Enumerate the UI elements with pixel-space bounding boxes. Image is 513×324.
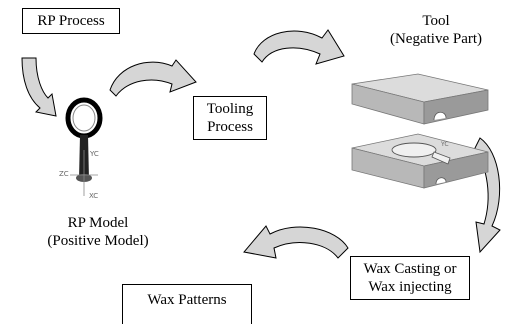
tooling-process-label-line2: Process (207, 119, 253, 135)
wax-patterns-box: Wax Patterns (122, 284, 252, 324)
tool-axis-yc-label: YC (441, 141, 449, 148)
curved-arrow-wax-casting-to-patterns (243, 225, 349, 259)
rp-model-caption-line1: RP Model (67, 215, 129, 231)
curved-arrow-rp-to-model (21, 57, 57, 117)
tool-top-half-icon (351, 73, 489, 125)
tooling-process-box: Tooling Process (193, 96, 267, 140)
model-axis-zc-label: ZC (59, 170, 69, 178)
tool-caption-line1: Tool (422, 13, 450, 29)
wax-casting-label-line1: Wax Casting or (363, 261, 457, 277)
model-axis-yc-label: YC (90, 150, 99, 158)
tool-caption: Tool (Negative Part) (370, 12, 502, 48)
wax-casting-label-line2: Wax injecting (368, 279, 452, 295)
rp-process-label: RP Process (37, 13, 105, 29)
wax-casting-box: Wax Casting or Wax injecting (350, 256, 470, 300)
model-axis-xc-label: XC (89, 192, 99, 200)
tool-caption-line2: (Negative Part) (389, 31, 483, 47)
rp-model-icon (65, 97, 103, 196)
rp-model-caption-line2: (Positive Model) (47, 233, 149, 249)
tool-bottom-half-icon (351, 133, 489, 189)
curved-arrow-tooling-to-tool (253, 29, 345, 65)
rp-process-box: RP Process (22, 8, 120, 34)
curved-arrow-model-to-tooling (109, 59, 197, 97)
tooling-process-label-line1: Tooling (206, 101, 254, 117)
rp-model-caption: RP Model (Positive Model) (38, 214, 158, 250)
wax-patterns-label: Wax Patterns (147, 292, 227, 308)
